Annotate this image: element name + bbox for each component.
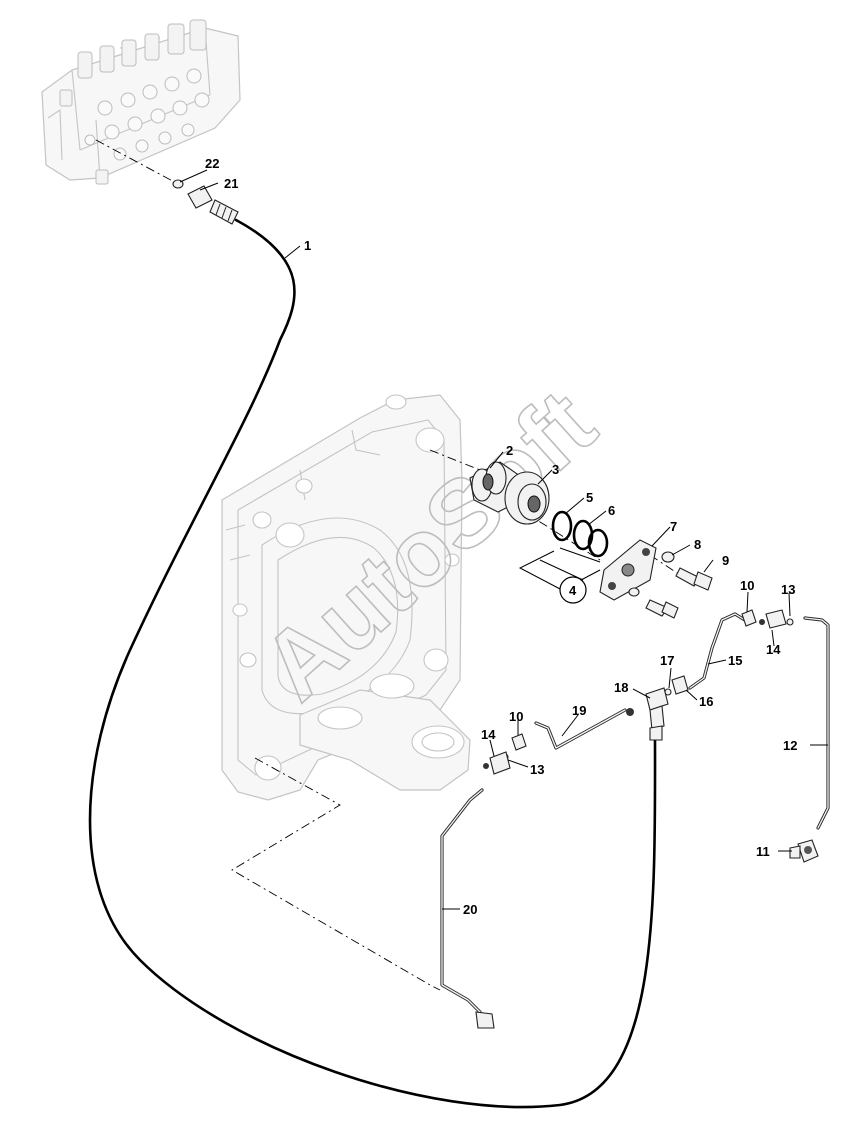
callout-15: 15 <box>728 653 742 668</box>
hose-end-fitting <box>475 725 663 1029</box>
bolt-part-9 <box>645 567 713 619</box>
callout-11: 11 <box>756 844 770 859</box>
hose-part-1 <box>88 218 657 1109</box>
tee-part-18 <box>626 687 669 731</box>
callout-9: 9 <box>722 553 729 568</box>
callout-1: 1 <box>304 238 311 253</box>
callout-19: 19 <box>572 703 586 718</box>
callout-circle-4 <box>559 576 587 604</box>
callout-12: 12 <box>783 738 797 753</box>
callout-13a: 13 <box>781 582 795 597</box>
callout-5: 5 <box>586 490 593 505</box>
seal-ring-part-6b <box>587 528 609 558</box>
elbow-part-11 <box>789 839 819 863</box>
fitting-part-21 <box>187 185 239 225</box>
adapter-part-14a <box>759 609 787 629</box>
callout-18: 18 <box>614 680 628 695</box>
pipe-part-12 <box>803 616 830 830</box>
cover-plate-part-7 <box>599 539 657 601</box>
centerlines <box>95 139 681 991</box>
callout-labels: 1 2 3 4 5 6 7 8 9 10 10 11 12 13 13 14 1… <box>205 156 797 917</box>
callout-7: 7 <box>670 519 677 534</box>
seal-ring-part-5 <box>551 510 573 542</box>
nut-part-10b <box>511 733 527 751</box>
callout-17: 17 <box>660 653 674 668</box>
callout-10b: 10 <box>509 709 523 724</box>
callout-4: 4 <box>569 583 577 598</box>
bearing-part-3 <box>504 471 550 525</box>
washer-part-8b <box>628 587 640 597</box>
frame-housing-ghost <box>221 394 471 801</box>
control-valve-ghost <box>41 19 241 185</box>
pipe-part-19 <box>534 708 627 750</box>
callout-6: 6 <box>608 503 615 518</box>
callout-20: 20 <box>463 902 477 917</box>
pipe-part-15 <box>688 612 750 690</box>
washer-part-8 <box>661 551 675 563</box>
callout-2: 2 <box>506 443 513 458</box>
callout-10a: 10 <box>740 578 754 593</box>
fitting-part-16 <box>671 675 689 695</box>
callout-21: 21 <box>224 176 238 191</box>
pipe-part-20 <box>440 788 484 1014</box>
seal-part-13a <box>786 618 794 626</box>
callout-8: 8 <box>694 537 701 552</box>
callout-13b: 13 <box>530 762 544 777</box>
callout-14a: 14 <box>766 642 781 657</box>
callout-22: 22 <box>205 156 219 171</box>
nut-part-10a <box>741 609 757 627</box>
adapter-part-14b <box>483 751 511 775</box>
swivel-part-2 <box>469 461 523 513</box>
callout-16: 16 <box>699 694 713 709</box>
callout-3: 3 <box>552 462 559 477</box>
callout-14b: 14 <box>481 727 496 742</box>
